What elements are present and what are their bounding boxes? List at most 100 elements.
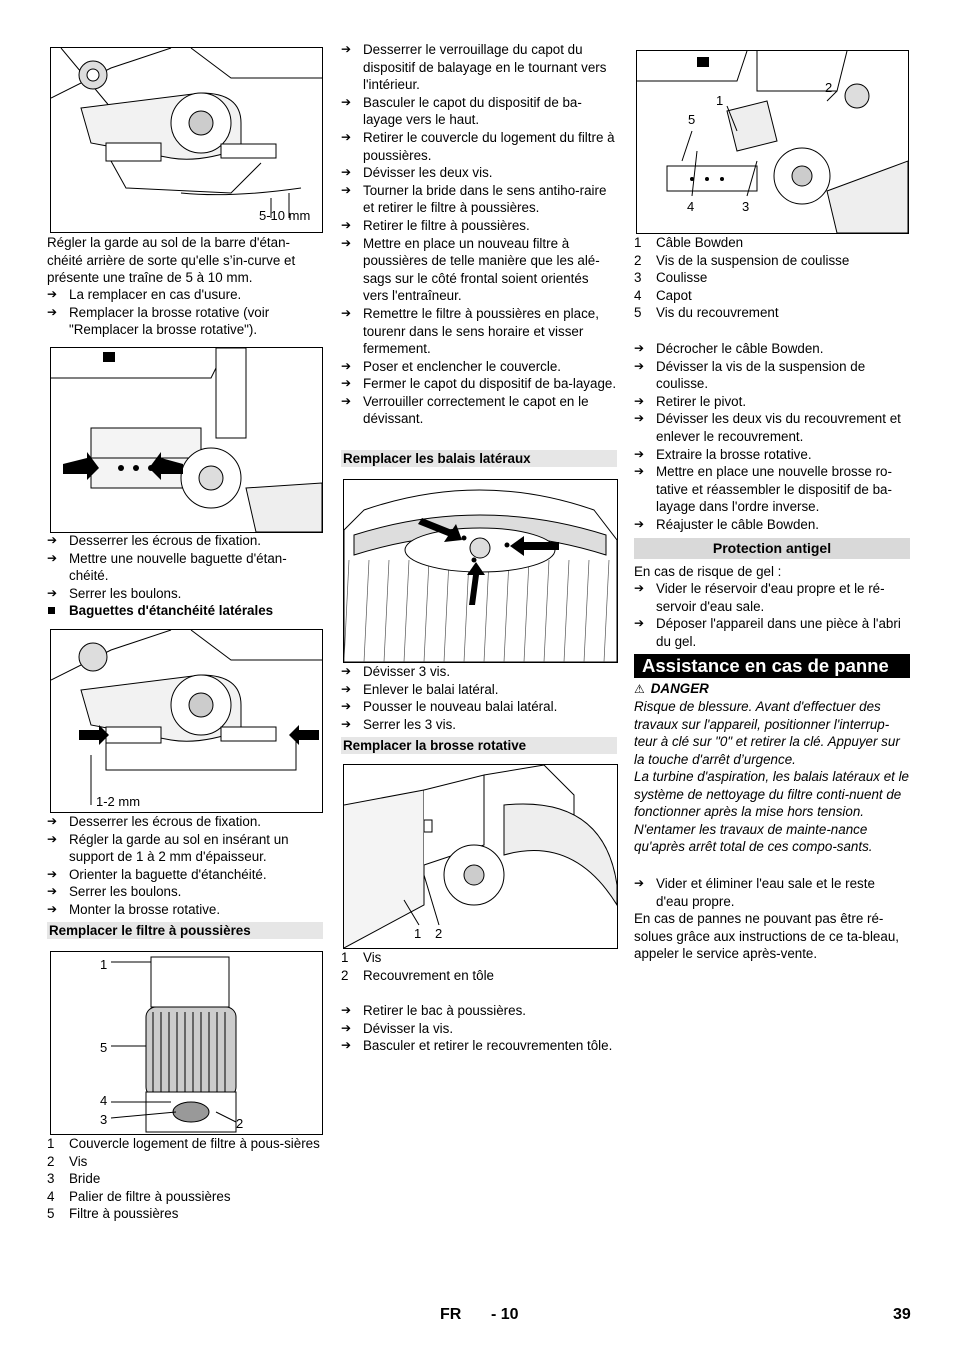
step-item: Desserrer les écrous de fixation. [47, 532, 323, 550]
callout-number: 5 [688, 112, 696, 127]
danger-label: ⚠ DANGER [634, 680, 910, 699]
brush-removal-drawing [637, 51, 908, 233]
callout-number: 1 [100, 957, 108, 972]
paragraph: Régler la garde au sol de la barre d'éta… [47, 235, 296, 286]
step-list: Vider le réservoir d'eau propre et le ré… [634, 580, 910, 650]
callout-number: 4 [687, 199, 695, 214]
step-item: Serrer les boulons. [47, 883, 323, 901]
step-list: La remplacer en cas d'usure. Remplacer l… [47, 286, 323, 339]
step-item: Pousser le nouveau balai latéral. [341, 698, 617, 716]
step-item: Verrouiller correctement le capot en le … [341, 393, 617, 428]
figure-side-broom [343, 479, 618, 663]
callout-number: 2 [435, 926, 443, 941]
step-item: Décrocher le câble Bowden. [634, 340, 910, 358]
figure-rear-seal: 5-10 mm [50, 47, 323, 233]
section-page-number: - 10 [491, 1306, 519, 1323]
paragraph: En cas de pannes ne pouvant pas être ré-… [634, 911, 899, 962]
step-item: Retirer le pivot. [634, 393, 910, 411]
step-item: Serrer les 3 vis. [341, 716, 617, 734]
paragraph: En cas de risque de gel : [634, 564, 782, 579]
figure-label: 1-2 mm [96, 794, 141, 809]
callout-number: 1 [716, 93, 724, 108]
side-seal-drawing [51, 630, 322, 805]
step-item: Monter la brosse rotative. [47, 901, 323, 919]
step-item: La remplacer en cas d'usure. [47, 286, 323, 304]
dust-filter-drawing [110, 956, 237, 1133]
figure-dust-filter: 1 5 4 3 2 [50, 951, 323, 1135]
step-item: Enlever le balai latéral. [341, 681, 617, 699]
figure-brush-removal: 1 2 5 4 3 [636, 50, 909, 234]
warning-icon: ⚠ [634, 682, 645, 696]
step-item: Retirer le bac à poussières. [341, 1002, 617, 1020]
step-item: Orienter la baguette d'étanchéité. [47, 866, 323, 884]
section-heading: Protection antigel [634, 538, 910, 559]
step-item: Basculer le capot du dispositif de ba-la… [341, 94, 617, 129]
callout-number: 3 [742, 199, 750, 214]
step-item: Retirer le filtre à poussières. [341, 217, 617, 235]
step-list: Décrocher le câble Bowden. Dévisser la v… [634, 340, 910, 534]
step-item: Dévisser les deux vis. [341, 164, 617, 182]
callout-number: 5 [100, 1040, 108, 1055]
step-item: Poser et enclencher le couvercle. [341, 358, 617, 376]
figure-seal-strip [50, 347, 323, 533]
step-item: Dévisser la vis de la suspension de coul… [634, 358, 910, 393]
step-item: Basculer et retirer le recouvrementen tô… [341, 1037, 617, 1055]
step-item: Déposer l'appareil dans une pièce à l'ab… [634, 615, 910, 650]
side-broom-drawing [344, 489, 617, 662]
subheading: Baguettes d'étanchéité latérales [47, 602, 323, 620]
step-item: Dévisser les deux vis du recouvrement et… [634, 410, 910, 445]
step-item: Vider le réservoir d'eau propre et le ré… [634, 580, 910, 615]
step-list: Desserrer les écrous de fixation. Régler… [47, 813, 323, 919]
section-heading: Remplacer la brosse rotative [341, 737, 617, 754]
danger-text: DANGER [650, 681, 709, 696]
step-item: Dévisser 3 vis. [341, 663, 617, 681]
step-list: Desserrer les écrous de fixation. Mettre… [47, 532, 323, 620]
step-item: Desserrer le verrouillage du capot du di… [341, 41, 617, 94]
step-item: Mettre en place une nouvelle brosse ro-t… [634, 463, 910, 516]
rotary-brush-drawing [344, 765, 617, 948]
step-item: Tourner la bride dans le sens antiho-rai… [341, 182, 617, 217]
page-number: 39 [893, 1306, 911, 1323]
step-item: Remplacer la brosse rotative (voir "Remp… [47, 304, 323, 339]
step-item: Remettre le filtre à poussières en place… [341, 305, 617, 358]
step-item: Dévisser la vis. [341, 1020, 617, 1038]
section-heading: Remplacer le filtre à poussières [47, 922, 323, 939]
danger-paragraph: La turbine d'aspiration, les balais laté… [634, 769, 909, 855]
step-item: Mettre une nouvelle baguette d'étan-chéi… [47, 550, 323, 585]
step-item: Retirer le couvercle du logement du filt… [341, 129, 617, 164]
step-item: Réajuster le câble Bowden. [634, 516, 910, 534]
callout-number: 2 [825, 80, 833, 95]
callout-number: 3 [100, 1112, 108, 1127]
figure-rotary-brush: 1 2 [343, 764, 618, 949]
footer: FR - 10 39 [0, 1306, 954, 1330]
language-code: FR [440, 1306, 462, 1323]
seal-strip-drawing [51, 348, 322, 532]
section-heading: Remplacer les balais latéraux [341, 450, 617, 467]
step-item: Mettre en place un nouveau filtre à pous… [341, 235, 617, 305]
step-item: Vider et éliminer l'eau sale et le reste… [634, 875, 910, 910]
step-item: Desserrer les écrous de fixation. [47, 813, 323, 831]
figure-side-seal: 1-2 mm [50, 629, 323, 813]
danger-paragraph: Risque de blessure. Avant d'effectuer de… [634, 699, 900, 767]
step-item: Fermer le capot du dispositif de ba-laya… [341, 375, 617, 393]
callout-number: 2 [236, 1116, 244, 1131]
step-item: Serrer les boulons. [47, 585, 323, 603]
step-list: Dévisser 3 vis. Enlever le balai latéral… [341, 663, 617, 733]
chapter-heading: Assistance en cas de panne [634, 654, 910, 678]
callout-number: 1 [414, 926, 422, 941]
step-item: Extraire la brosse rotative. [634, 446, 910, 464]
